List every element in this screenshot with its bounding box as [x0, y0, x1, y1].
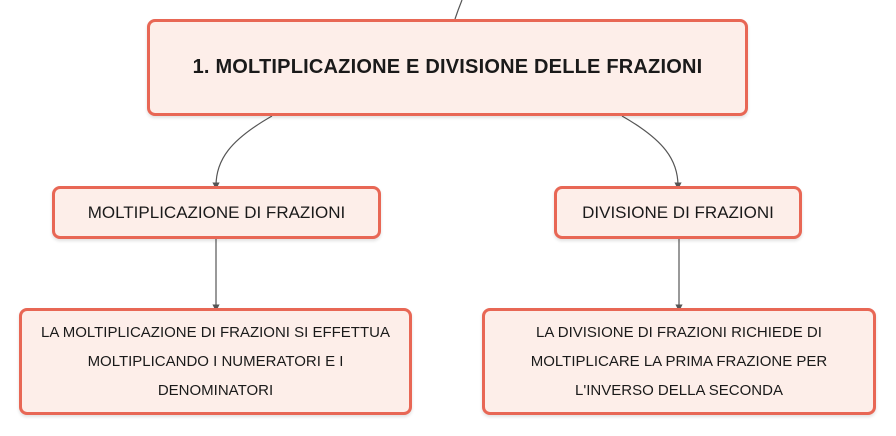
connector-parent-to-root [454, 0, 463, 20]
connector-root-to-division [621, 115, 682, 190]
root-node[interactable]: 1. MOLTIPLICAZIONE E DIVISIONE DELLE FRA… [147, 19, 748, 116]
connector-root-to-multiplication [212, 115, 273, 190]
multiplication-detail-node[interactable]: LA MOLTIPLICAZIONE DI FRAZIONI SI EFFETT… [19, 308, 412, 415]
root-node-label: 1. MOLTIPLICAZIONE E DIVISIONE DELLE FRA… [192, 56, 703, 78]
multiplication-detail-text: LA MOLTIPLICAZIONE DI FRAZIONI SI EFFETT… [41, 324, 390, 399]
division-detail-node[interactable]: LA DIVISIONE DI FRAZIONI RICHIEDE DI MOL… [482, 308, 876, 415]
multiplication-node-label: MOLTIPLICAZIONE DI FRAZIONI [87, 202, 346, 222]
division-detail-text: LA DIVISIONE DI FRAZIONI RICHIEDE DI MOL… [530, 324, 828, 399]
division-node-label: DIVISIONE DI FRAZIONI [582, 202, 774, 222]
division-node[interactable]: DIVISIONE DI FRAZIONI [554, 186, 802, 239]
multiplication-node[interactable]: MOLTIPLICAZIONE DI FRAZIONI [52, 186, 381, 239]
